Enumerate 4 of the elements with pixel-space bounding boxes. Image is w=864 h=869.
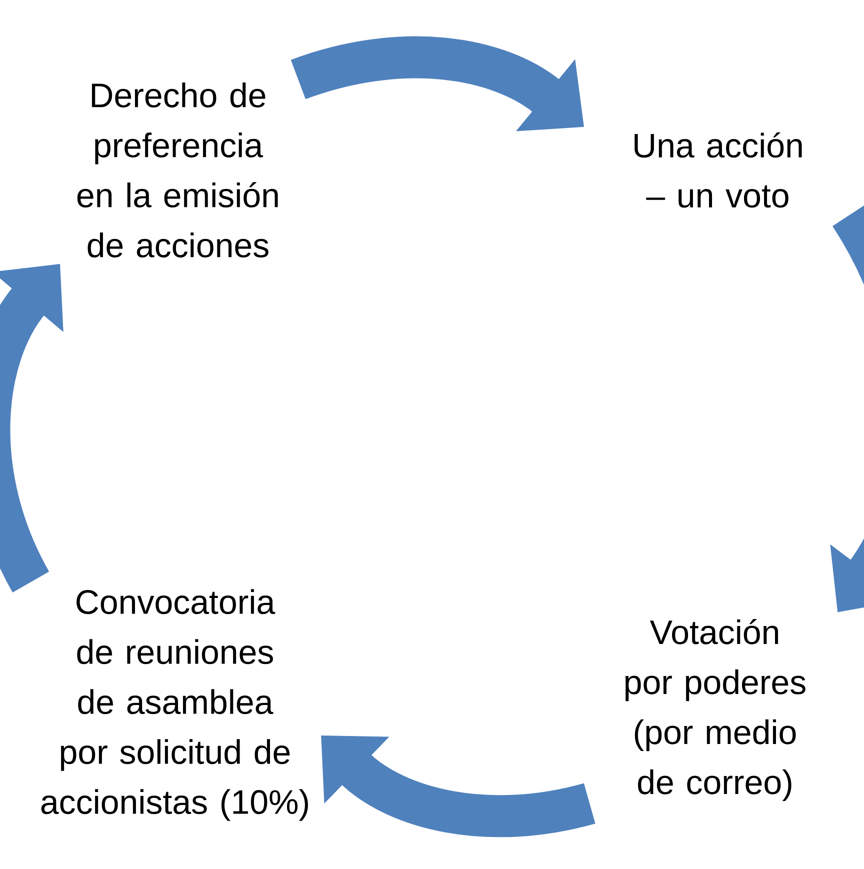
cycle-step-text: Derecho de preferencia en la emisión de acciones	[77, 82, 278, 258]
cycle-step-text: Una acción – un voto	[634, 132, 802, 208]
cycle-step-text: Votación por poderes (por medio de correo)	[626, 618, 806, 802]
cycle-step-text: Convocatoria de reuniones de asamblea por solicitud de accionistas (10%)	[41, 589, 308, 821]
